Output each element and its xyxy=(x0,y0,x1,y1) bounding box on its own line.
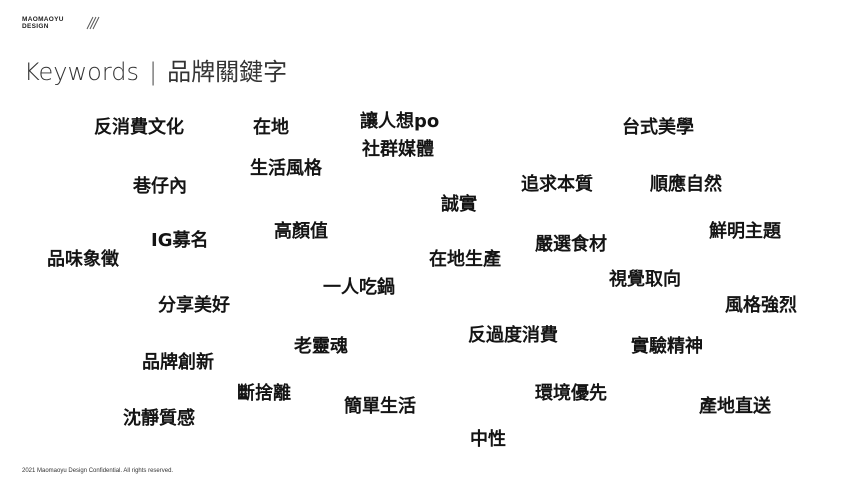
brand-logo: MAOMAOYU DESIGN xyxy=(22,16,64,30)
keyword: 順應自然 xyxy=(650,174,722,195)
keyword: 分享美好 xyxy=(158,295,230,316)
keyword: 在地 xyxy=(253,117,289,138)
keyword: 反過度消費 xyxy=(468,325,558,346)
keyword: 品味象徵 xyxy=(47,249,119,270)
keyword: 讓人想po xyxy=(360,111,440,132)
keyword: 追求本質 xyxy=(521,174,593,195)
keyword: 誠實 xyxy=(441,194,477,215)
keyword: 老靈魂 xyxy=(294,336,348,357)
keyword: 沈靜質感 xyxy=(123,408,195,429)
keyword: IG募名 xyxy=(151,230,209,251)
keyword: 環境優先 xyxy=(535,383,607,404)
keyword: 一人吃鍋 xyxy=(323,277,395,298)
title-zh: 品牌關鍵字 xyxy=(167,58,288,86)
keyword: 品牌創新 xyxy=(142,352,214,373)
keyword: 實驗精神 xyxy=(631,336,703,357)
page-title: Keywords | 品牌關鍵字 xyxy=(24,52,287,87)
keyword: 嚴選食材 xyxy=(535,234,607,255)
keyword: 反消費文化 xyxy=(94,117,184,138)
keyword: 鮮明主題 xyxy=(709,221,781,242)
keyword: 斷捨離 xyxy=(237,383,291,404)
brand-line-2: DESIGN xyxy=(22,23,49,30)
title-en: Keywords xyxy=(24,58,140,86)
keyword: 產地直送 xyxy=(699,396,771,417)
keyword: 視覺取向 xyxy=(609,269,681,290)
keyword: 中性 xyxy=(470,429,506,450)
keyword: 巷仔內 xyxy=(133,176,187,197)
brand-line-1: MAOMAOYU xyxy=(22,16,64,23)
keyword: 高顏值 xyxy=(274,221,328,242)
keyword: 台式美學 xyxy=(622,117,694,138)
keyword: 生活風格 xyxy=(250,158,322,179)
title-separator: | xyxy=(149,58,158,86)
keyword: 簡單生活 xyxy=(344,396,416,417)
hatch-icon xyxy=(86,16,100,30)
footer-copyright: 2021 Maomaoyu Design Confidential. All r… xyxy=(22,468,174,474)
keyword: 社群媒體 xyxy=(362,139,434,160)
keyword: 風格強烈 xyxy=(725,295,797,316)
keyword: 在地生產 xyxy=(429,249,501,270)
